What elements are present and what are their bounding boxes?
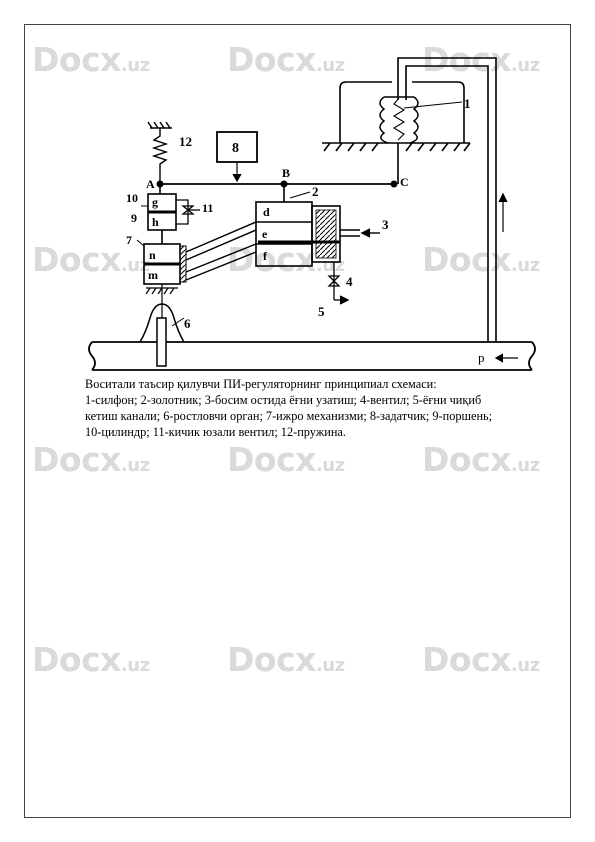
- label-11: 11: [202, 201, 213, 215]
- upward-arrow: [498, 192, 508, 232]
- label-4: 4: [346, 274, 353, 289]
- pipeline: [88, 341, 536, 371]
- oil-lines: [185, 221, 257, 281]
- spring-12: [147, 121, 172, 184]
- bellows-1: [379, 96, 463, 144]
- caption-title: Воситали таъсир қилувчи ПИ-регуляторнинг…: [85, 377, 437, 391]
- impulse-line: [397, 57, 497, 342]
- flow-arrow-p: [494, 353, 518, 363]
- label-12: 12: [179, 134, 192, 149]
- label-f: f: [263, 249, 268, 263]
- point-c: [390, 180, 398, 188]
- label-h: h: [152, 215, 159, 229]
- label-6: 6: [184, 316, 191, 331]
- label-g: g: [152, 195, 158, 209]
- caption-legend-line-2: кетиш канали; 6-ростловчи орган; 7-ижро …: [85, 409, 493, 423]
- label-c: C: [400, 175, 409, 189]
- caption-legend-line-1: 1-силфон; 2-золотник; 3-босим остида ёғн…: [85, 393, 482, 407]
- label-b: B: [282, 166, 290, 180]
- label-1: 1: [464, 96, 471, 111]
- bellows-housing: [322, 81, 471, 152]
- label-5: 5: [318, 304, 325, 319]
- setpoint-arrow: [232, 162, 242, 183]
- label-10: 10: [126, 191, 138, 205]
- label-m: m: [148, 268, 158, 282]
- label-3: 3: [382, 217, 389, 232]
- label-9: 9: [131, 211, 137, 225]
- label-p: p: [478, 350, 485, 365]
- actuator-7: [136, 239, 187, 285]
- label-d: d: [263, 205, 270, 219]
- label-8: 8: [232, 141, 239, 156]
- label-7: 7: [126, 233, 132, 247]
- label-a: A: [146, 177, 155, 191]
- spool-valve-2: [255, 184, 341, 267]
- figure-caption: Воситали таъсир қилувчи ПИ-регуляторнинг…: [85, 376, 555, 440]
- oil-supply-3: [340, 228, 380, 238]
- label-n: n: [149, 248, 156, 262]
- label-2: 2: [312, 184, 319, 199]
- label-e: e: [262, 227, 268, 241]
- actuator-base: [145, 284, 178, 318]
- caption-legend-line-3: 10-цилиндр; 11-кичик юзали вентил; 12-пр…: [85, 425, 346, 439]
- valve-4: [327, 262, 350, 305]
- page-frame: [24, 24, 571, 818]
- control-element-6: [139, 303, 185, 367]
- valve-11: [176, 199, 200, 225]
